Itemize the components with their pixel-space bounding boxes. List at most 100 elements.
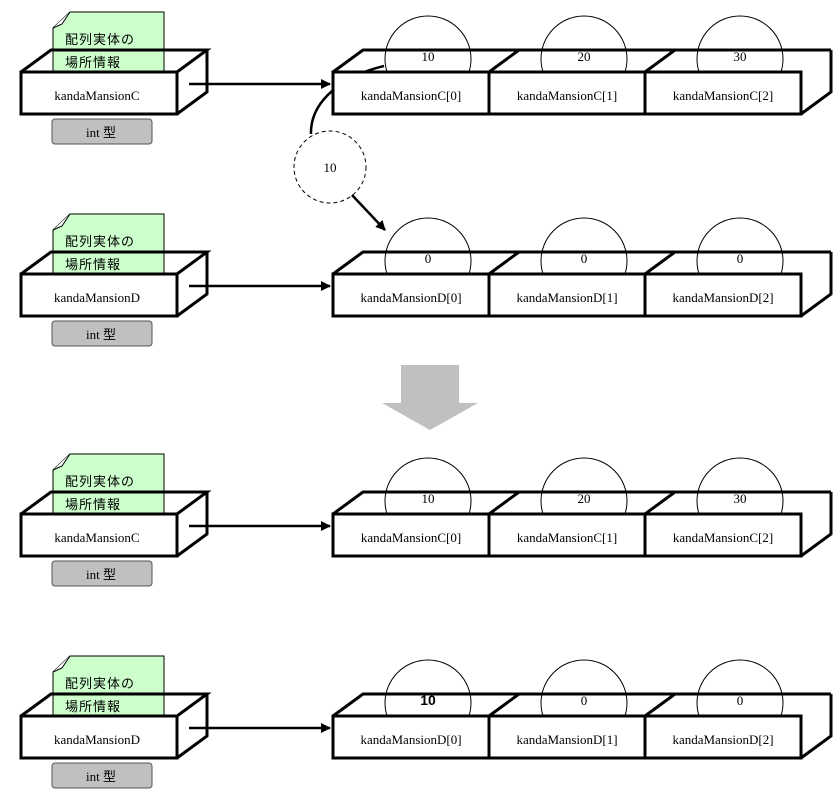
copy-arrow xyxy=(351,194,386,231)
variable-box-top xyxy=(20,692,212,718)
note-card xyxy=(52,11,165,73)
cell-front xyxy=(487,714,647,760)
note-line-2: 場所情報 xyxy=(65,498,121,513)
value-text: 10 xyxy=(422,491,435,506)
copied-value-bubble: 10 xyxy=(293,130,367,204)
cell-label: kandaMansionD[2] xyxy=(672,732,773,747)
type-label: int 型 xyxy=(86,769,116,784)
cell-label: kandaMansionC[2] xyxy=(673,530,773,545)
note-line-2: 場所情報 xyxy=(65,56,121,71)
note-line-1: 配列実体の xyxy=(65,234,135,250)
copied-value-text: 10 xyxy=(324,160,337,175)
cell-label: kandaMansionC[1] xyxy=(517,530,617,545)
cell-label: kandaMansionD[2] xyxy=(672,290,773,305)
cell-top xyxy=(488,48,675,74)
array-side xyxy=(800,252,833,318)
cell-label: kandaMansionC[2] xyxy=(673,88,773,103)
value-text: 0 xyxy=(425,251,432,266)
type-badge-bg xyxy=(51,762,153,789)
variable-box-front xyxy=(19,714,179,760)
array-cell-2: kandaMansionD[2] xyxy=(643,250,831,318)
cell-label: kandaMansionD[0] xyxy=(360,290,461,305)
array-side xyxy=(800,492,833,558)
cell-front xyxy=(643,70,803,116)
array-cell-1: kandaMansionC[1] xyxy=(487,48,675,116)
cell-front xyxy=(331,272,491,318)
array-cell-2: kandaMansionC[2] xyxy=(643,48,831,116)
type-badge: int 型 xyxy=(51,762,153,789)
array-cell-0: kandaMansionC[0] xyxy=(331,48,519,116)
variable-box-front xyxy=(19,70,179,116)
value-text: 20 xyxy=(578,49,591,64)
type-badge-bg xyxy=(51,118,153,145)
array-cell-2: kandaMansionD[2] xyxy=(643,692,831,760)
cell-top xyxy=(332,692,519,718)
variable-box: kandaMansionD xyxy=(19,692,212,760)
cell-front xyxy=(487,272,647,318)
variable-name: kandaMansionC xyxy=(54,530,139,545)
cell-label: kandaMansionC[0] xyxy=(361,530,461,545)
cell-front xyxy=(643,272,803,318)
cell-label: kandaMansionD[0] xyxy=(360,732,461,747)
note-fold xyxy=(52,213,71,231)
cell-front xyxy=(487,70,647,116)
variable-box: kandaMansionC xyxy=(19,490,212,558)
variable-box-side xyxy=(176,492,209,558)
array-side xyxy=(800,50,833,116)
type-label: int 型 xyxy=(86,327,116,342)
value-text: 0 xyxy=(581,251,588,266)
type-badge-bg xyxy=(51,320,153,347)
variable-box: kandaMansionC xyxy=(19,48,212,116)
variable-box-side xyxy=(176,694,209,760)
type-badge: int 型 xyxy=(51,320,153,347)
cell-front xyxy=(643,714,803,760)
cell-top xyxy=(644,692,831,718)
cell-top xyxy=(488,692,675,718)
cell-label: kandaMansionC[1] xyxy=(517,88,617,103)
cell-top xyxy=(488,490,675,516)
array-cell-1: kandaMansionC[1] xyxy=(487,490,675,558)
note-card xyxy=(52,655,165,717)
cell-label: kandaMansionD[1] xyxy=(516,732,617,747)
cell-front xyxy=(331,70,491,116)
type-label: int 型 xyxy=(86,567,116,582)
cell-front xyxy=(487,512,647,558)
array-cell-0: kandaMansionD[0] xyxy=(331,250,519,318)
value-text: 30 xyxy=(734,491,747,506)
cell-top xyxy=(332,48,519,74)
cell-top xyxy=(644,48,831,74)
type-badge-bg xyxy=(51,560,153,587)
variable-box-front xyxy=(19,512,179,558)
note-fold xyxy=(52,453,71,471)
array-cell-1: kandaMansionD[1] xyxy=(487,692,675,760)
cell-top xyxy=(488,250,675,276)
variable-box-front xyxy=(19,272,179,318)
array-cell-1: kandaMansionD[1] xyxy=(487,250,675,318)
note-fold xyxy=(52,11,71,29)
cell-label: kandaMansionC[0] xyxy=(361,88,461,103)
variable-name: kandaMansionD xyxy=(54,290,140,305)
variable-name: kandaMansionD xyxy=(54,732,140,747)
array-side xyxy=(800,694,833,760)
type-badge: int 型 xyxy=(51,560,153,587)
variable-box-top xyxy=(20,490,212,516)
note-line-1: 配列実体の xyxy=(65,474,135,490)
cell-label: kandaMansionD[1] xyxy=(516,290,617,305)
value-text: 0 xyxy=(737,693,744,708)
value-text: 20 xyxy=(578,491,591,506)
variable-box: kandaMansionD xyxy=(19,250,212,318)
type-label: int 型 xyxy=(86,125,116,140)
note-line-1: 配列実体の xyxy=(65,676,135,692)
value-text: 10 xyxy=(422,49,435,64)
cell-top xyxy=(332,250,519,276)
transition-down-arrow xyxy=(382,365,478,430)
